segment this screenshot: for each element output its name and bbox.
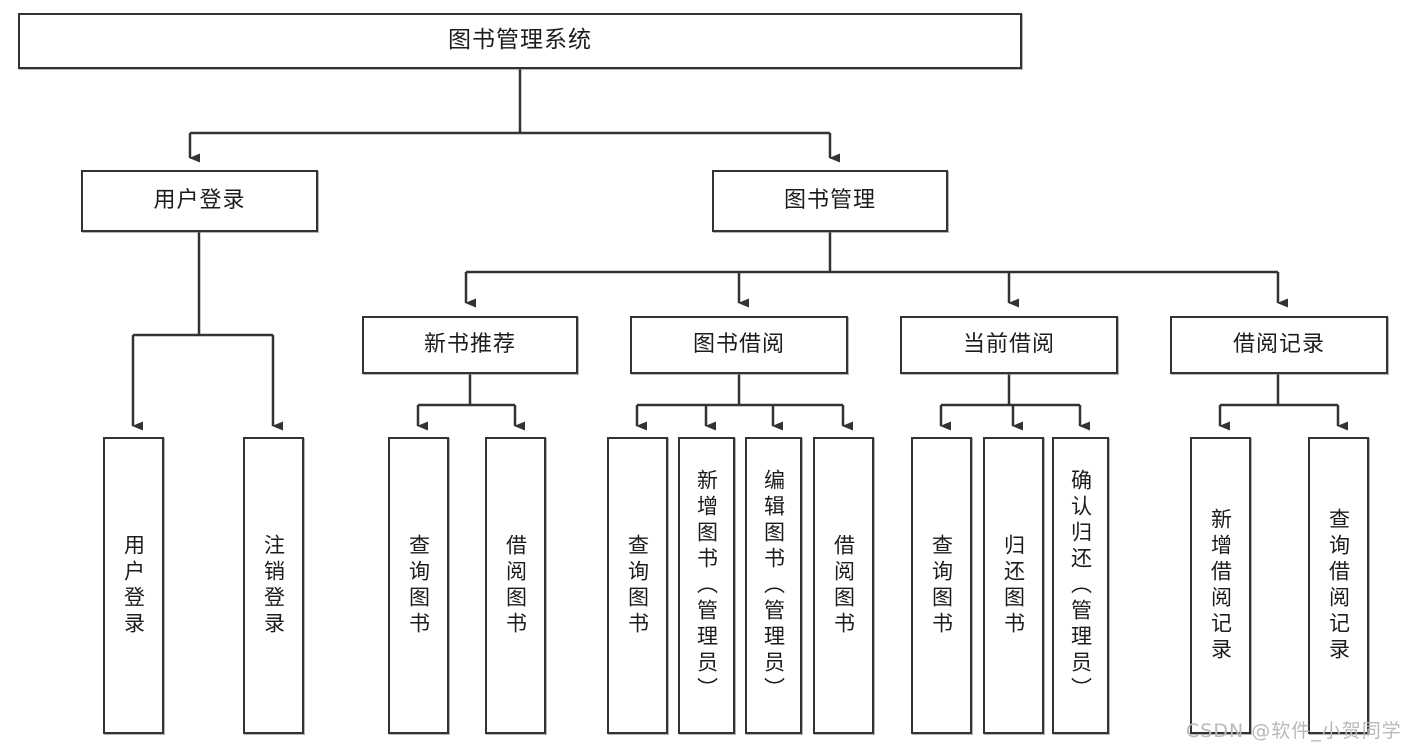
node-user-login-label: 用户登录 [153, 187, 246, 213]
node-leaf-query-book-2[interactable]: 查询图书 [607, 437, 668, 734]
csdn-watermark: CSDN @软件_小贺同学 [1186, 720, 1402, 742]
node-leaf-add-record[interactable]: 新增借阅记录 [1190, 437, 1251, 734]
node-leaf-add-record-label: 新增借阅记录 [1208, 507, 1233, 664]
node-leaf-edit-book[interactable]: 编辑图书（管理员） [745, 437, 802, 734]
edge-root-to-level1 [188, 69, 840, 163]
node-book-manage[interactable]: 图书管理 [712, 170, 948, 232]
node-new-book-recommend-label: 新书推荐 [423, 331, 516, 357]
node-leaf-return-book-label: 归还图书 [1001, 533, 1026, 638]
edge-userlogin-to-leaves [131, 232, 283, 431]
node-new-book-recommend[interactable]: 新书推荐 [362, 316, 578, 374]
node-leaf-return-book[interactable]: 归还图书 [983, 437, 1044, 734]
node-leaf-add-book-label: 新增图书（管理员） [694, 468, 719, 703]
edge-borrowrecord-to-leaves [1218, 374, 1348, 431]
node-borrow-record[interactable]: 借阅记录 [1170, 316, 1388, 374]
node-leaf-logout-label: 注销登录 [261, 533, 286, 638]
node-book-borrow[interactable]: 图书借阅 [630, 316, 848, 374]
edge-newbook-to-leaves [416, 374, 525, 431]
node-root-label: 图书管理系统 [448, 27, 592, 54]
node-current-borrow-label: 当前借阅 [962, 331, 1055, 357]
node-leaf-query-book-3-label: 查询图书 [929, 533, 954, 638]
node-leaf-user-login[interactable]: 用户登录 [103, 437, 164, 734]
node-leaf-query-book-1-label: 查询图书 [406, 533, 431, 638]
node-leaf-edit-book-label: 编辑图书（管理员） [761, 468, 786, 703]
node-leaf-confirm-return[interactable]: 确认归还（管理员） [1052, 437, 1109, 734]
node-leaf-query-book-1[interactable]: 查询图书 [388, 437, 449, 734]
node-root[interactable]: 图书管理系统 [18, 13, 1022, 69]
node-book-manage-label: 图书管理 [783, 187, 876, 213]
node-leaf-query-book-2-label: 查询图书 [625, 533, 650, 638]
edge-currentborrow-to-leaves [939, 374, 1090, 431]
node-leaf-add-book[interactable]: 新增图书（管理员） [678, 437, 735, 734]
node-leaf-logout[interactable]: 注销登录 [243, 437, 304, 734]
node-leaf-borrow-book-2-label: 借阅图书 [831, 533, 856, 638]
node-current-borrow[interactable]: 当前借阅 [900, 316, 1118, 374]
node-leaf-borrow-book-2[interactable]: 借阅图书 [813, 437, 874, 734]
node-leaf-query-record[interactable]: 查询借阅记录 [1308, 437, 1369, 734]
edge-bookmanage-to-level2 [464, 232, 1288, 308]
node-book-borrow-label: 图书借阅 [692, 331, 785, 357]
node-leaf-user-login-label: 用户登录 [121, 533, 146, 638]
edge-bookborrow-to-leaves [635, 374, 853, 431]
node-user-login[interactable]: 用户登录 [81, 170, 318, 232]
node-leaf-query-record-label: 查询借阅记录 [1326, 507, 1351, 664]
node-leaf-confirm-return-label: 确认归还（管理员） [1068, 468, 1093, 703]
node-leaf-borrow-book-1[interactable]: 借阅图书 [485, 437, 546, 734]
node-borrow-record-label: 借阅记录 [1232, 331, 1325, 357]
node-leaf-query-book-3[interactable]: 查询图书 [911, 437, 972, 734]
node-leaf-borrow-book-1-label: 借阅图书 [503, 533, 528, 638]
